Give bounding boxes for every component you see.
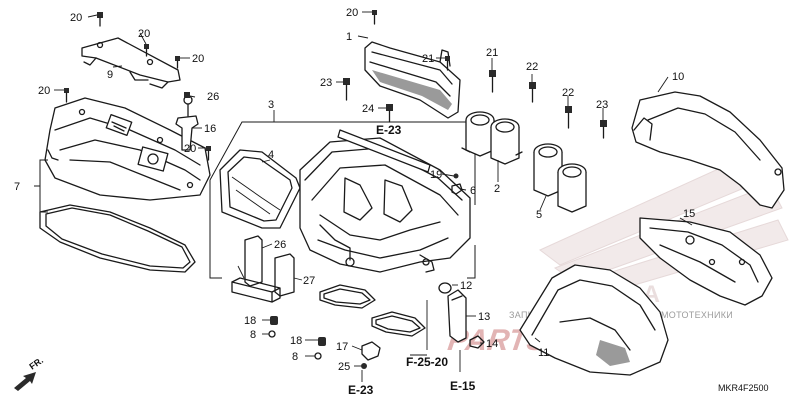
diagram-code: MKR4F2500	[718, 383, 769, 393]
callout-12: 12	[460, 280, 472, 292]
part-17-clamp	[361, 341, 381, 361]
part-2-funnels	[461, 111, 523, 165]
ref-e15: E-15	[450, 379, 476, 393]
callout-18-a: 18	[244, 315, 256, 327]
leader-lines	[34, 11, 693, 382]
callout-20-a: 20	[70, 12, 82, 24]
callout-9: 9	[107, 69, 113, 81]
seal-rings	[319, 284, 426, 337]
part-13-hose	[447, 289, 467, 343]
callout-21-a: 21	[486, 47, 498, 59]
part-14-clip	[469, 335, 485, 349]
part-24-bolt	[361, 363, 367, 369]
part-19-bolt	[453, 173, 459, 179]
bolt-21-b	[565, 106, 572, 129]
bolt-20-e	[206, 146, 211, 161]
bolt-20-d	[64, 88, 69, 103]
ref-e23-left: E-23	[348, 383, 374, 397]
reference-labels: E-23 F-25-20 E-23 E-15	[348, 123, 476, 397]
callout-26-b: 27	[303, 275, 315, 287]
part-15-cover	[639, 217, 773, 306]
front-arrow-icon	[14, 372, 36, 391]
callout-labels: 1 2 3 4 5 6 7 8 8 9 10 11 12 13 14 15 16…	[14, 7, 695, 373]
callout-22-a: 22	[526, 61, 538, 73]
callout-16: 16	[204, 123, 216, 135]
callout-13: 13	[478, 311, 490, 323]
callout-4: 4	[268, 149, 274, 161]
part-9-bracket	[81, 37, 181, 89]
part-11-side-cover	[519, 264, 669, 376]
callout-6: 6	[470, 185, 476, 197]
part-6-clip	[451, 183, 463, 195]
callout-20-e: 20	[184, 143, 196, 155]
bolt-20-f	[372, 10, 377, 25]
part-10-cover	[631, 91, 785, 209]
callout-5: 5	[536, 209, 542, 221]
callout-7: 7	[14, 181, 20, 193]
callout-18-b: 18	[290, 335, 302, 347]
callout-24: 25	[338, 361, 350, 373]
part-7-lower-cover	[44, 97, 211, 201]
part-27-pad	[231, 277, 281, 303]
callout-22-b: 23	[596, 99, 608, 111]
callout-2: 2	[494, 183, 500, 195]
callout-14: 14	[486, 338, 498, 350]
callout-21-b: 22	[562, 87, 574, 99]
part-1-upper-duct	[364, 41, 461, 119]
part-18-grommets	[270, 316, 326, 346]
callout-10: 10	[672, 71, 684, 83]
callout-20-f: 20	[346, 7, 358, 19]
callout-19: 19	[430, 169, 442, 181]
bolt-20-g	[445, 56, 450, 71]
ref-e23-mid: E-23	[376, 123, 402, 137]
callout-20-g: 21	[422, 53, 434, 65]
direction-arrow-e23	[337, 129, 431, 173]
part-7-gasket	[39, 204, 196, 273]
callout-20-d: 20	[38, 85, 50, 97]
callout-3: 3	[268, 99, 274, 111]
callout-8-a: 8	[250, 329, 256, 341]
part-3-airbox	[299, 137, 471, 273]
callout-26-a: 26	[274, 239, 286, 251]
bolt-22-a	[529, 82, 536, 103]
part-4-filter-element	[219, 149, 301, 229]
bolt-22-b	[600, 120, 607, 139]
bolt-21-a	[489, 70, 496, 93]
bracket-3-outline	[209, 121, 476, 279]
bolt-20-b	[144, 44, 149, 57]
callout-23-a: 23	[320, 77, 332, 89]
bolts	[64, 10, 607, 161]
bolt-20-a	[97, 12, 103, 27]
callout-15: 15	[683, 208, 695, 220]
part-26-foam-pads	[244, 235, 295, 297]
bolt-25	[184, 92, 190, 98]
callout-20-c: 20	[192, 53, 204, 65]
bolt-23-a	[343, 78, 350, 101]
bolt-23-b	[386, 104, 393, 123]
callout-11: 11	[538, 347, 549, 359]
ref-f-25-20: F-25-20	[406, 355, 448, 369]
callout-25: 26	[207, 91, 219, 103]
front-marker-label: FR.	[27, 355, 45, 372]
part-5-funnels	[533, 143, 587, 213]
callout-1: 1	[346, 31, 352, 43]
callout-17: 17	[336, 341, 348, 353]
front-direction-marker: FR.	[14, 355, 45, 391]
callout-8-b: 8	[292, 351, 298, 363]
bolt-20-c	[175, 56, 180, 69]
callout-20-b: 20	[138, 28, 150, 40]
callout-23-b: 24	[362, 103, 374, 115]
part-12-ring	[438, 282, 452, 294]
